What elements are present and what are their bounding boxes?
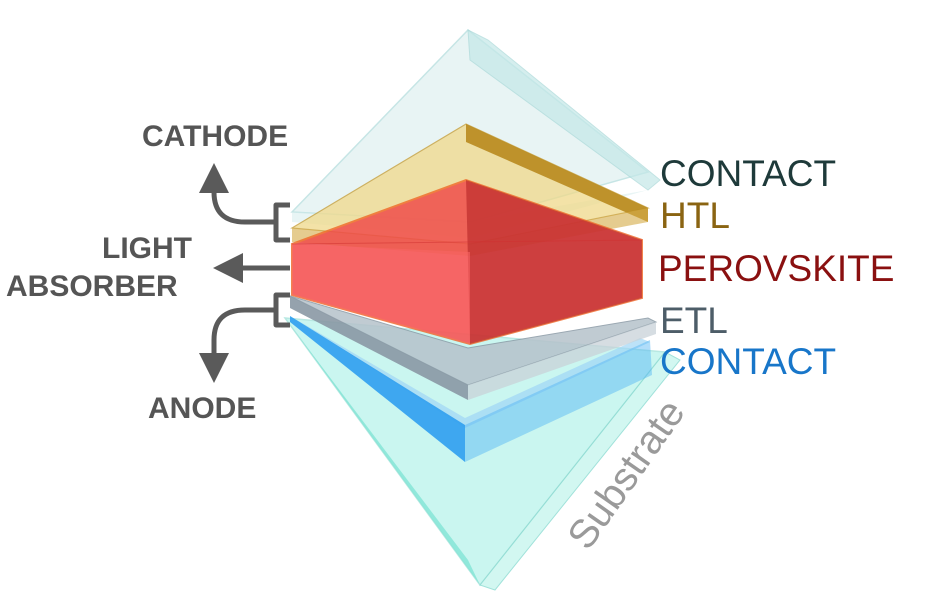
perovskite-label: PEROVSKITE: [658, 248, 894, 289]
contact-bottom-label: CONTACT: [660, 341, 836, 382]
anode-label: ANODE: [148, 392, 256, 425]
etl-layer: [289, 295, 658, 400]
cathode-label: CATHODE: [142, 120, 288, 153]
bottom-contact-layer: [290, 316, 652, 462]
light-absorber-label-line2: ABSORBER: [6, 270, 178, 303]
perovskite-layer: [291, 178, 643, 346]
light-absorber-label-line1: LIGHT: [102, 232, 192, 265]
htl-label: HTL: [660, 195, 730, 236]
etl-label: ETL: [660, 300, 728, 341]
contact-top-label: CONTACT: [660, 153, 836, 194]
electrode-connectors: [199, 163, 290, 383]
